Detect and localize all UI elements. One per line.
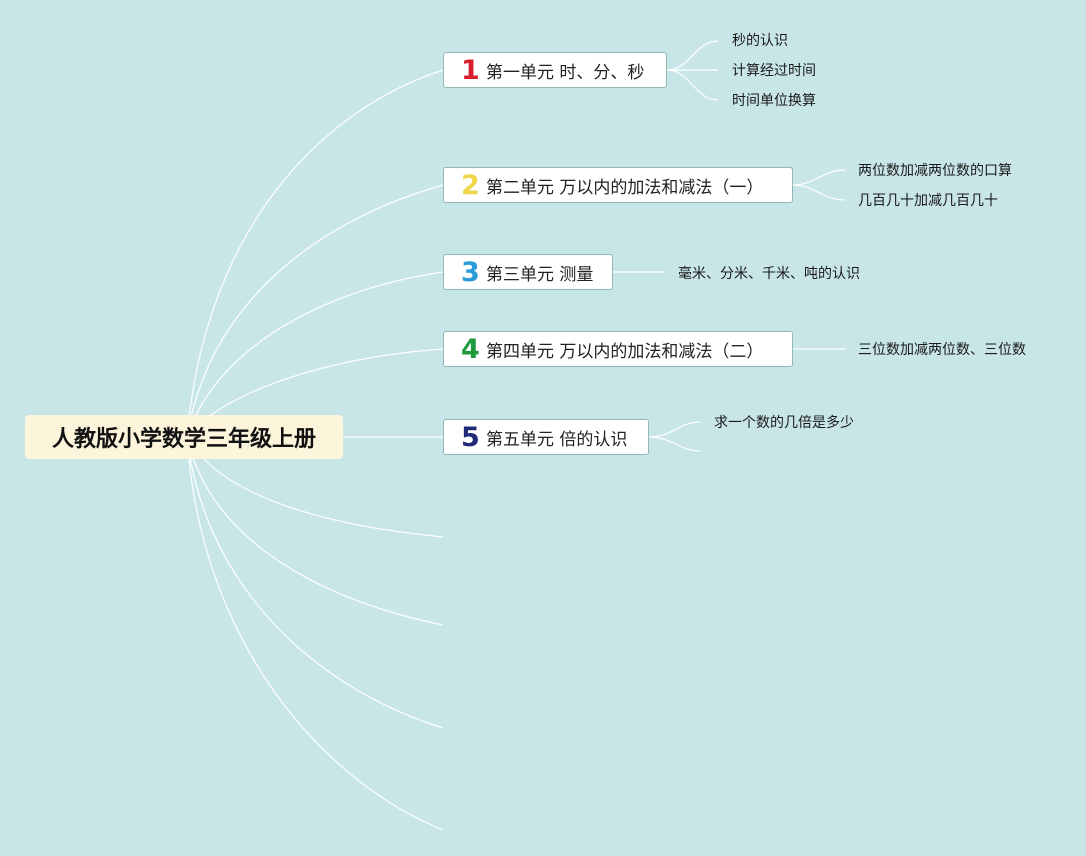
unit-node-4[interactable]: 4 第四单元 万以内的加法和减法（二） (443, 331, 793, 367)
unit-node-2[interactable]: 2 第二单元 万以内的加法和减法（一） (443, 167, 793, 203)
topic-3-1[interactable]: 毫米、分米、千米、吨的认识 (678, 266, 860, 282)
unit-number-1: 1 (461, 54, 480, 86)
topic-1-1[interactable]: 秒的认识 (732, 33, 788, 49)
topic-2-2[interactable]: 几百几十加减几百几十 (858, 193, 998, 209)
unit-node-5[interactable]: 5 第五单元 倍的认识 (443, 419, 649, 455)
link-root-unit-3 (186, 271, 444, 438)
topic-5-1[interactable]: 求一个数的几倍是多少 (714, 415, 854, 431)
link-unit-5-topic-1 (648, 421, 701, 438)
unit-label-1: 第一单元 时、分、秒 (486, 62, 645, 83)
link-unit-2-topic-2 (792, 184, 846, 201)
link-unit-1-topic-3 (666, 69, 719, 101)
unit-number-4: 4 (461, 333, 480, 365)
unit-label-5: 第五单元 倍的认识 (486, 429, 628, 450)
link-root-empty-2 (186, 436, 444, 626)
unit-number-2: 2 (461, 169, 480, 201)
topic-2-1[interactable]: 两位数加减两位数的口算 (858, 163, 1012, 179)
topic-1-3[interactable]: 时间单位换算 (732, 93, 816, 109)
link-unit-1-topic-1 (666, 40, 719, 71)
unit-label-3: 第三单元 测量 (486, 264, 594, 285)
unit-label-4: 第四单元 万以内的加法和减法（二） (486, 341, 764, 362)
unit-number-5: 5 (461, 421, 480, 453)
unit-label-2: 第二单元 万以内的加法和减法（一） (486, 177, 764, 198)
link-root-empty-4 (186, 436, 444, 831)
unit-node-1[interactable]: 1 第一单元 时、分、秒 (443, 52, 667, 88)
topic-4-1[interactable]: 三位数加减两位数、三位数 (858, 342, 1026, 358)
link-root-empty-3 (186, 436, 444, 729)
root-topic-label: 人教版小学数学三年级上册 (51, 427, 316, 452)
topic-1-2[interactable]: 计算经过时间 (732, 63, 816, 79)
unit-number-3: 3 (461, 256, 480, 288)
link-unit-5-topic-2 (648, 436, 701, 452)
link-root-unit-2 (186, 184, 444, 438)
root-topic[interactable]: 人教版小学数学三年级上册 (25, 415, 343, 459)
link-root-unit-1 (186, 69, 444, 438)
unit-node-3[interactable]: 3 第三单元 测量 (443, 254, 613, 290)
link-unit-2-topic-1 (792, 169, 846, 186)
